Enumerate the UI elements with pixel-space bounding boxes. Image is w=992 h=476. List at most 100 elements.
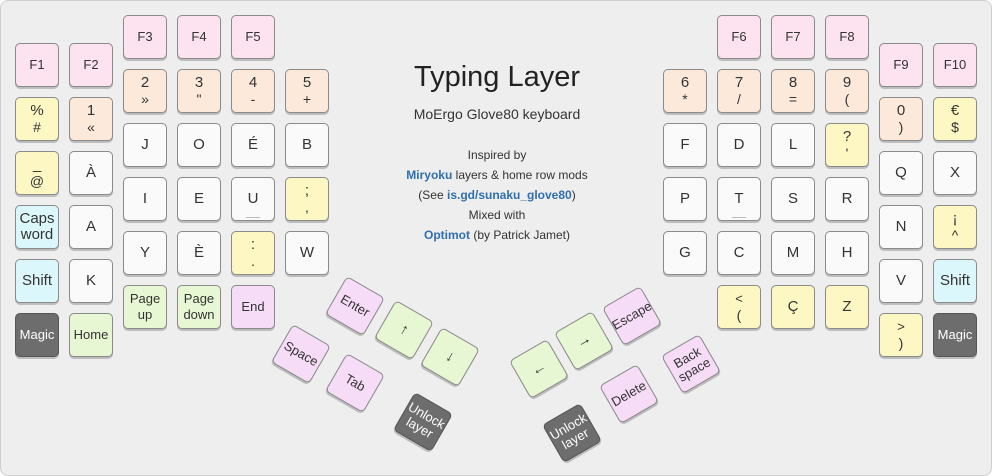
key-shift-left[interactable]: Shift bbox=[15, 259, 59, 303]
key-question[interactable]: ?' bbox=[825, 123, 869, 167]
key-i[interactable]: I bbox=[123, 177, 167, 221]
key-f1[interactable]: F1 bbox=[15, 43, 59, 87]
key-label: Shift bbox=[21, 272, 52, 289]
key-backspace[interactable]: Back space bbox=[660, 333, 722, 395]
see-line: (See is.gd/sunaku_glove80) bbox=[391, 188, 603, 202]
key-label: Enter bbox=[338, 291, 373, 320]
key-shift-right[interactable]: Shift bbox=[933, 259, 977, 303]
key-arrow-down[interactable]: ↓ bbox=[419, 326, 481, 388]
key-tab[interactable]: Tab bbox=[324, 352, 386, 414]
key-page-up[interactable]: Page up bbox=[123, 285, 167, 329]
key-e[interactable]: E bbox=[177, 177, 221, 221]
key-enter[interactable]: Enter bbox=[324, 275, 386, 337]
key-caps-word[interactable]: Caps word bbox=[15, 205, 59, 249]
key-space[interactable]: Space bbox=[270, 323, 332, 385]
key-f9[interactable]: F9 bbox=[879, 43, 923, 87]
key-h[interactable]: H bbox=[825, 231, 869, 275]
key-e-acute[interactable]: É bbox=[231, 123, 275, 167]
key-label: F10 bbox=[943, 57, 967, 72]
key-b[interactable]: B bbox=[285, 123, 329, 167]
key-j[interactable]: J bbox=[123, 123, 167, 167]
key-f8[interactable]: F8 bbox=[825, 15, 869, 59]
key-z[interactable]: Z bbox=[825, 285, 869, 329]
key-label: Ç bbox=[787, 298, 799, 315]
key-label: 8 bbox=[788, 74, 798, 91]
key-f5[interactable]: F5 bbox=[231, 15, 275, 59]
key-label: F1 bbox=[29, 57, 45, 72]
key-l[interactable]: L bbox=[771, 123, 815, 167]
key-6[interactable]: 6* bbox=[663, 69, 707, 113]
key-o[interactable]: O bbox=[177, 123, 221, 167]
key-arrow-left[interactable]: ← bbox=[508, 338, 570, 400]
key-arrow-up[interactable]: ↑ bbox=[373, 299, 435, 361]
key-k[interactable]: K bbox=[69, 259, 113, 303]
key-c-cedilla[interactable]: Ç bbox=[771, 285, 815, 329]
key-c[interactable]: C bbox=[717, 231, 761, 275]
key-f3[interactable]: F3 bbox=[123, 15, 167, 59]
key-f10[interactable]: F10 bbox=[933, 43, 977, 87]
miryoku-line: Miryoku layers & home row mods bbox=[391, 168, 603, 182]
key-unlock-layer-left[interactable]: Unlock layer bbox=[392, 391, 454, 453]
key-g[interactable]: G bbox=[663, 231, 707, 275]
key-label: Page down bbox=[183, 291, 215, 322]
key-f4[interactable]: F4 bbox=[177, 15, 221, 59]
key-p[interactable]: P bbox=[663, 177, 707, 221]
optimot-link[interactable]: Optimot bbox=[423, 228, 470, 242]
key-magic-right[interactable]: Magic bbox=[933, 313, 977, 357]
key-d[interactable]: D bbox=[717, 123, 761, 167]
key-delete[interactable]: Delete bbox=[598, 363, 660, 425]
key-label: Page up bbox=[129, 291, 161, 322]
arrow-right-icon: → bbox=[573, 329, 595, 352]
key-x[interactable]: X bbox=[933, 151, 977, 195]
key-escape[interactable]: Escape bbox=[601, 285, 663, 347]
key-f[interactable]: F bbox=[663, 123, 707, 167]
key-2[interactable]: 2» bbox=[123, 69, 167, 113]
key-f7[interactable]: F7 bbox=[771, 15, 815, 59]
key-y[interactable]: Y bbox=[123, 231, 167, 275]
key-alt-label: - bbox=[250, 91, 256, 107]
key-semicolon[interactable]: ;, bbox=[285, 177, 329, 221]
key-unlock-layer-right[interactable]: Unlock layer bbox=[541, 402, 603, 464]
key-less-than[interactable]: <( bbox=[717, 285, 761, 329]
key-s[interactable]: S bbox=[771, 177, 815, 221]
key-4[interactable]: 4- bbox=[231, 69, 275, 113]
key-colon[interactable]: :. bbox=[231, 231, 275, 275]
key-label: U bbox=[247, 190, 259, 207]
sunaku-link[interactable]: is.gd/sunaku_glove80 bbox=[446, 188, 572, 202]
key-greater-than[interactable]: >) bbox=[879, 313, 923, 357]
key-v[interactable]: V bbox=[879, 259, 923, 303]
key-a-grave[interactable]: À bbox=[69, 151, 113, 195]
key-underscore[interactable]: _@ bbox=[15, 151, 59, 195]
key-magic-left[interactable]: Magic bbox=[15, 313, 59, 357]
key-label: E bbox=[193, 190, 204, 207]
key-a[interactable]: A bbox=[69, 205, 113, 249]
key-arrow-right[interactable]: → bbox=[553, 310, 615, 372]
key-u[interactable]: U bbox=[231, 177, 275, 221]
key-5[interactable]: 5+ bbox=[285, 69, 329, 113]
key-q[interactable]: Q bbox=[879, 151, 923, 195]
key-1[interactable]: 1« bbox=[69, 97, 113, 141]
key-f2[interactable]: F2 bbox=[69, 43, 113, 87]
key-e-grave[interactable]: È bbox=[177, 231, 221, 275]
key-home[interactable]: Home bbox=[69, 313, 113, 357]
key-label: X bbox=[949, 164, 960, 181]
key-euro[interactable]: €$ bbox=[933, 97, 977, 141]
key-label: V bbox=[895, 272, 906, 289]
key-n[interactable]: N bbox=[879, 205, 923, 249]
key-3[interactable]: 3" bbox=[177, 69, 221, 113]
key-r[interactable]: R bbox=[825, 177, 869, 221]
mixed-with-line: Mixed with bbox=[391, 208, 603, 222]
key-page-down[interactable]: Page down bbox=[177, 285, 221, 329]
key-t[interactable]: T bbox=[717, 177, 761, 221]
key-m[interactable]: M bbox=[771, 231, 815, 275]
key-0[interactable]: 0) bbox=[879, 97, 923, 141]
miryoku-link[interactable]: Miryoku bbox=[406, 168, 453, 182]
key-f6[interactable]: F6 bbox=[717, 15, 761, 59]
key-7[interactable]: 7/ bbox=[717, 69, 761, 113]
key-percent[interactable]: %# bbox=[15, 97, 59, 141]
key-8[interactable]: 8= bbox=[771, 69, 815, 113]
key-end[interactable]: End bbox=[231, 285, 275, 329]
key-inverted-exclamation[interactable]: ¡^ bbox=[933, 205, 977, 249]
key-9[interactable]: 9( bbox=[825, 69, 869, 113]
key-w[interactable]: W bbox=[285, 231, 329, 275]
